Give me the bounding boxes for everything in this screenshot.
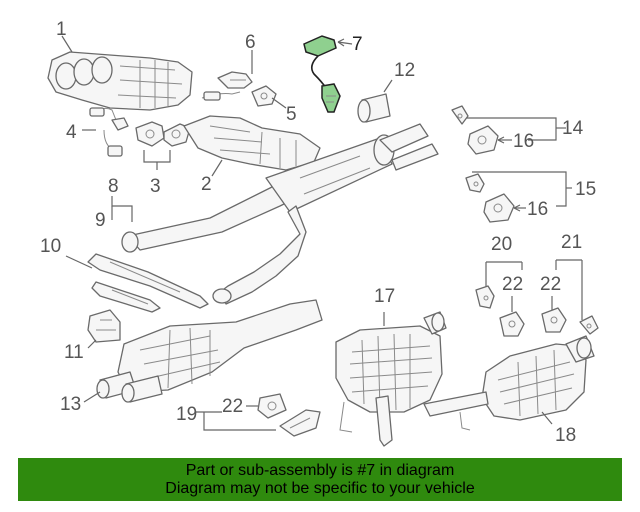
callout-9: 9 [95,210,106,231]
part-19-mount-bracket[interactable] [279,409,321,437]
callout-15: 15 [575,179,596,200]
part-17-muffler[interactable] [335,311,447,447]
part-7-oxygen-sensor[interactable] [303,35,341,113]
callout-20: 20 [491,234,512,255]
part-6-fitting[interactable] [217,71,253,89]
part-1-exhaust-manifold[interactable] [47,51,193,111]
part-22-rubber-mount-c[interactable] [541,307,567,333]
exhaust-parts-diagram: 1 6 5 7 12 4 [40,19,599,447]
callout-22-a: 22 [222,396,243,417]
callout-16-b: 16 [527,199,548,220]
callout-10: 10 [40,236,61,257]
part-18-rear-muffler[interactable] [423,335,595,431]
part-12-damper[interactable] [357,93,391,123]
part-14-hanger[interactable] [451,105,469,125]
part-21-hanger[interactable] [579,315,599,335]
callout-1: 1 [56,19,67,40]
callout-13: 13 [60,394,81,415]
callout-2: 2 [201,174,212,195]
part-22-rubber-mount-a[interactable] [257,393,287,419]
part-10-heat-shield[interactable] [87,253,209,313]
callout-8: 8 [108,176,119,197]
callout-7: 7 [352,34,363,55]
banner-line-part-number: Part or sub-assembly is #7 in diagram [185,461,455,479]
part-22-rubber-mount-b[interactable] [499,311,525,337]
callout-6: 6 [245,32,256,53]
callout-21: 21 [561,232,582,253]
callout-18: 18 [555,425,576,446]
callout-5: 5 [286,104,297,125]
callout-16-a: 16 [513,131,534,152]
callout-12: 12 [394,60,415,81]
part-4-oxygen-sensor[interactable] [89,107,129,157]
vehicle-fit-banner: Part or sub-assembly is #7 in diagram Di… [18,458,622,501]
callout-4: 4 [66,122,77,143]
part-2-exhaust-manifold[interactable] [183,115,321,171]
part-20-hanger[interactable] [475,285,495,309]
callout-3: 3 [150,176,161,197]
part-5-bracket[interactable] [251,85,277,107]
callout-22-b: 22 [502,274,523,295]
center-pipe-resonator[interactable] [121,123,439,305]
callout-11: 11 [64,342,84,363]
callout-17: 17 [374,286,395,307]
callout-19: 19 [176,404,197,425]
callout-22-c: 22 [540,274,561,295]
callout-14: 14 [562,118,584,139]
part-13-catalytic-converter[interactable] [96,299,323,403]
banner-line-disclaimer: Diagram may not be specific to your vehi… [165,479,475,497]
part-16-rubber-mount-b[interactable] [483,193,515,223]
part-15-hanger[interactable] [465,173,485,193]
part-3-gasket[interactable] [135,121,191,147]
part-16-rubber-mount-a[interactable] [467,125,499,155]
part-11-hanger-bracket[interactable] [87,309,121,343]
part-6-wire-sensor[interactable] [201,91,241,101]
